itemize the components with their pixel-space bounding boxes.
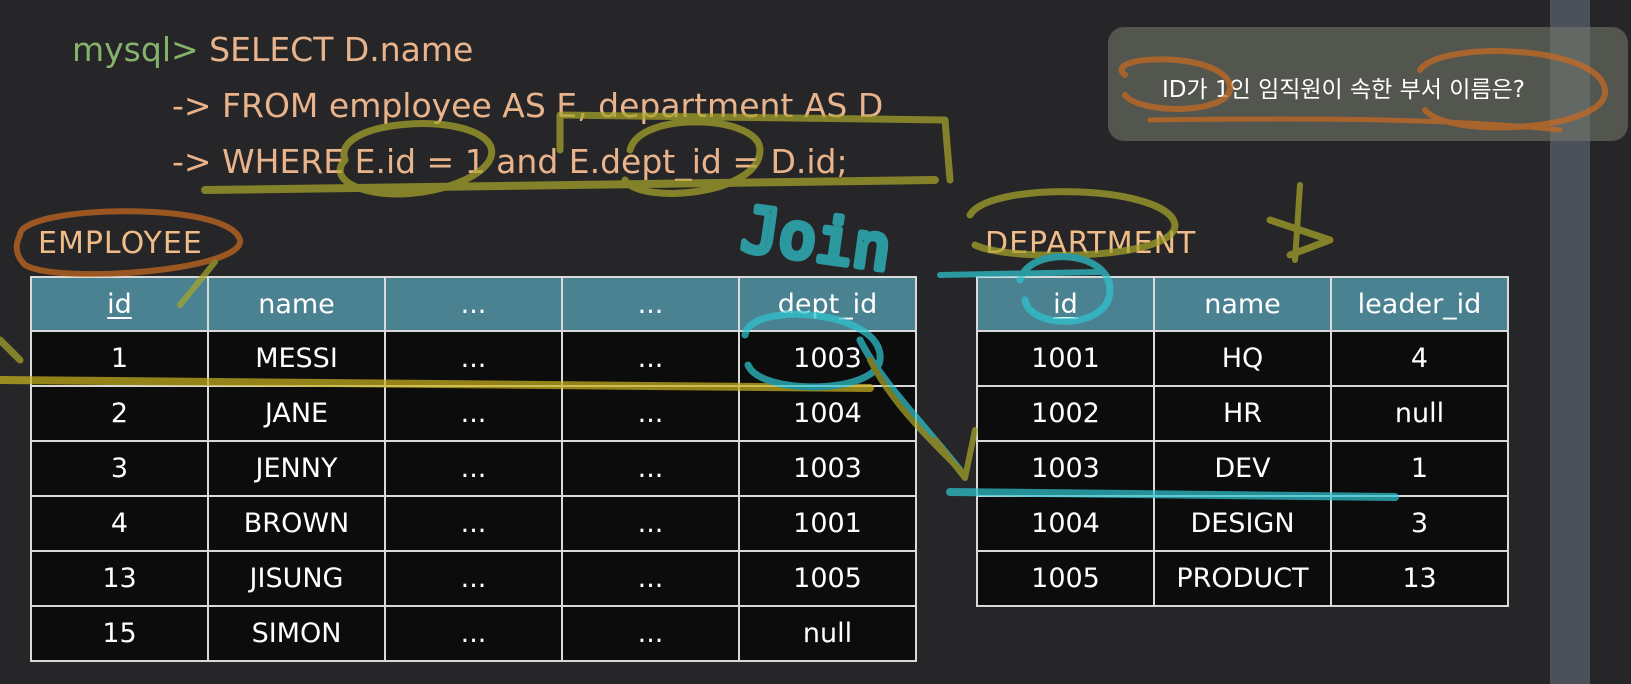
table-cell: SIMON — [207, 605, 386, 662]
mysql-prompt: mysql> — [72, 30, 199, 69]
table-cell: JENNY — [207, 440, 386, 497]
table-cell: 13 — [1330, 550, 1509, 607]
table-row: 1001 HQ 4 — [976, 330, 1509, 387]
table-cell: 1004 — [976, 495, 1155, 552]
table-cell: 1003 — [976, 440, 1155, 497]
department-header-name: name — [1153, 276, 1332, 332]
sql-select: SELECT D.name — [209, 30, 474, 69]
table-cell: ... — [561, 550, 740, 607]
table-cell: ... — [384, 330, 563, 387]
table-cell: DESIGN — [1153, 495, 1332, 552]
sql-line-1: mysql> SELECT D.name — [72, 22, 883, 78]
employee-header-ellipsis-2: ... — [561, 276, 740, 332]
table-cell: ... — [561, 385, 740, 442]
table-cell: JANE — [207, 385, 386, 442]
highlight-left-arrow — [0, 336, 24, 364]
table-cell: 4 — [30, 495, 209, 552]
department-header-row: id name leader_id — [976, 276, 1509, 332]
table-cell: PRODUCT — [1153, 550, 1332, 607]
table-cell: null — [738, 605, 917, 662]
table-cell: 1004 — [738, 385, 917, 442]
sql-line-3: -> WHERE E.id = 1 and E.dept_id = D.id; — [72, 134, 883, 190]
table-cell: 15 — [30, 605, 209, 662]
employee-header-id: id — [30, 276, 209, 332]
table-row: 1 MESSI ... ... 1003 — [30, 330, 917, 387]
table-cell: ... — [384, 385, 563, 442]
table-row: 1005 PRODUCT 13 — [976, 550, 1509, 607]
table-cell: 3 — [1330, 495, 1509, 552]
table-cell: HQ — [1153, 330, 1332, 387]
table-cell: ... — [384, 550, 563, 607]
arrow-department — [1266, 216, 1334, 259]
table-row: 1004 DESIGN 3 — [976, 495, 1509, 552]
employee-header-name: name — [207, 276, 386, 332]
sql-query: mysql> SELECT D.name -> FROM employee AS… — [72, 22, 883, 190]
table-cell: 1003 — [738, 440, 917, 497]
table-cell: 1002 — [976, 385, 1155, 442]
cyan-line-dept-header — [937, 269, 1103, 278]
table-cell: JISUNG — [207, 550, 386, 607]
employee-header-dept-id: dept_id — [738, 276, 917, 332]
department-header-id: id — [976, 276, 1155, 332]
table-cell: null — [1330, 385, 1509, 442]
table-row: 4 BROWN ... ... 1001 — [30, 495, 917, 552]
sql-line-2: -> FROM employee AS E, department AS D — [72, 78, 883, 134]
sql-where: -> WHERE E.id = 1 and E.dept_id = D.id; — [172, 142, 848, 181]
join-handwritten-text: Join — [737, 192, 895, 285]
table-cell: ... — [384, 605, 563, 662]
employee-table: id name ... ... dept_id 1 MESSI ... ... … — [30, 276, 917, 662]
table-cell: 13 — [30, 550, 209, 607]
table-cell: ... — [561, 495, 740, 552]
table-row: 2 JANE ... ... 1004 — [30, 385, 917, 442]
arrow-department-down — [1292, 182, 1303, 263]
table-cell: 1001 — [976, 330, 1155, 387]
department-table: id name leader_id 1001 HQ 4 1002 HR null… — [976, 276, 1509, 607]
table-cell: 1003 — [738, 330, 917, 387]
table-cell: HR — [1153, 385, 1332, 442]
department-title: DEPARTMENT — [985, 226, 1197, 261]
table-cell: DEV — [1153, 440, 1332, 497]
table-cell: 1 — [1330, 440, 1509, 497]
table-cell: 1005 — [976, 550, 1155, 607]
table-cell: MESSI — [207, 330, 386, 387]
join-arrow-head — [932, 427, 978, 481]
table-cell: ... — [384, 495, 563, 552]
table-cell: 1001 — [738, 495, 917, 552]
table-row: 13 JISUNG ... ... 1005 — [30, 550, 917, 607]
employee-header-row: id name ... ... dept_id — [30, 276, 917, 332]
table-cell: 1005 — [738, 550, 917, 607]
table-cell: 1 — [30, 330, 209, 387]
table-cell: ... — [561, 605, 740, 662]
employee-title: EMPLOYEE — [38, 226, 203, 261]
sql-from: -> FROM employee AS E, department AS D — [172, 86, 884, 125]
table-cell: ... — [384, 440, 563, 497]
table-cell: ... — [561, 440, 740, 497]
table-cell: ... — [561, 330, 740, 387]
department-header-leader-id: leader_id — [1330, 276, 1509, 332]
table-cell: BROWN — [207, 495, 386, 552]
table-row: 15 SIMON ... ... null — [30, 605, 917, 662]
employee-header-ellipsis-1: ... — [384, 276, 563, 332]
table-cell: 4 — [1330, 330, 1509, 387]
table-row: 1003 DEV 1 — [976, 440, 1509, 497]
question-text: ID가 1인 임직원이 속한 부서 이름은? — [1162, 77, 1525, 103]
table-row: 1002 HR null — [976, 385, 1509, 442]
table-cell: 3 — [30, 440, 209, 497]
table-cell: 2 — [30, 385, 209, 442]
table-row: 3 JENNY ... ... 1003 — [30, 440, 917, 497]
